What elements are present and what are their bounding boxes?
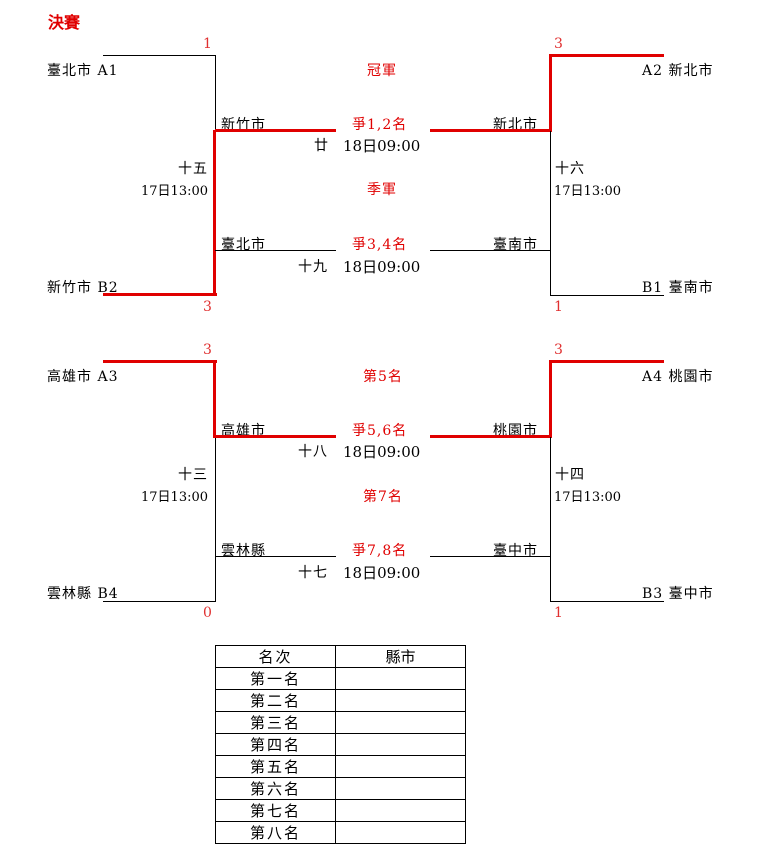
team-label-a2: A2 新北市 (642, 63, 714, 79)
team-label-a4: A4 桃園市 (642, 369, 714, 385)
score-a3: 3 (203, 342, 212, 358)
game-number: 十四 (555, 467, 585, 483)
winner-line (430, 129, 551, 132)
table-row: 第三名 (215, 711, 466, 734)
seventh-right-team: 臺中市 (493, 543, 538, 559)
bracket-line (430, 250, 551, 251)
winner-line (549, 54, 664, 57)
ranking-table: 名次 縣市 第一名 第二名 第三名 第四名 第五名 第六名 第七名 第八名 (215, 645, 466, 844)
score-b4: 0 (203, 605, 212, 621)
bracket-line (550, 295, 664, 296)
game-time: 17日13:00 (554, 490, 622, 505)
third-game-time: 18日09:00 (343, 258, 421, 276)
rank-cell: 第三名 (215, 711, 336, 734)
final-match-label: 爭1,2名 (352, 117, 408, 133)
final-game-time: 18日09:00 (343, 137, 421, 155)
winner-line (213, 360, 216, 438)
header-rank: 名次 (215, 645, 336, 668)
header-city: 縣市 (335, 645, 466, 668)
team-label-b2: 新竹市 B2 (47, 280, 119, 296)
table-row: 第七名 (215, 799, 466, 822)
bracket-line (215, 55, 216, 131)
bracket-line (550, 437, 551, 602)
score-a4: 3 (554, 342, 563, 358)
rank-cell: 第四名 (215, 733, 336, 756)
fifth-game-number: 十八 (298, 444, 328, 460)
winner-line (215, 129, 336, 132)
table-header-row: 名次 縣市 (215, 645, 466, 668)
fifth-place-label: 第5名 (363, 369, 403, 385)
third-match-label: 爭3,4名 (352, 237, 408, 253)
seventh-match-label: 爭7,8名 (352, 543, 408, 559)
bracket-line (103, 601, 216, 602)
game-time: 17日13:00 (141, 490, 209, 505)
winner-line (213, 130, 216, 296)
team-label-b1: B1 臺南市 (642, 280, 714, 296)
winner-line (103, 360, 217, 363)
table-row: 第一名 (215, 667, 466, 690)
city-cell[interactable] (335, 667, 466, 690)
third-right-team: 臺南市 (493, 237, 538, 253)
seventh-game-number: 十七 (298, 565, 328, 581)
game-number: 十六 (555, 161, 585, 177)
winner-line (215, 435, 336, 438)
third-place-label: 季軍 (367, 182, 397, 198)
table-row: 第六名 (215, 777, 466, 800)
rank-cell: 第二名 (215, 689, 336, 712)
winner-line (430, 435, 551, 438)
fifth-match-label: 爭5,6名 (352, 423, 408, 439)
rank-cell: 第六名 (215, 777, 336, 800)
game-time: 17日13:00 (141, 184, 209, 199)
bracket-line (103, 55, 215, 56)
city-cell[interactable] (335, 799, 466, 822)
seventh-place-label: 第7名 (363, 489, 403, 505)
fifth-game-time: 18日09:00 (343, 443, 421, 461)
game-time: 17日13:00 (554, 184, 622, 199)
game-number: 十五 (178, 161, 208, 177)
third-left-team: 臺北市 (221, 237, 266, 253)
table-row: 第四名 (215, 733, 466, 756)
rank-cell: 第八名 (215, 821, 336, 844)
winner-line (549, 360, 552, 438)
bracket-line (215, 556, 336, 557)
champion-label: 冠軍 (367, 63, 397, 79)
score-a2: 3 (554, 36, 563, 52)
city-cell[interactable] (335, 733, 466, 756)
bracket-line (215, 250, 336, 251)
winner-line (103, 293, 217, 296)
table-row: 第八名 (215, 821, 466, 844)
final-game-number: 廿 (314, 138, 329, 154)
seventh-left-team: 雲林縣 (221, 543, 266, 559)
team-label-a1: 臺北市 A1 (47, 63, 119, 79)
score-a1: 1 (203, 36, 212, 52)
bracket-line (550, 131, 551, 295)
score-b3: 1 (554, 605, 563, 621)
rank-cell: 第七名 (215, 799, 336, 822)
city-cell[interactable] (335, 711, 466, 734)
third-game-number: 十九 (298, 259, 328, 275)
team-label-b4: 雲林縣 B4 (47, 586, 119, 602)
winner-line (549, 360, 664, 363)
game-number: 十三 (178, 467, 208, 483)
page-title: 決賽 (48, 13, 81, 32)
winner-line (549, 54, 552, 132)
bracket-line (215, 437, 216, 602)
city-cell[interactable] (335, 755, 466, 778)
score-b2: 3 (203, 299, 212, 315)
team-label-b3: B3 臺中市 (642, 586, 714, 602)
seventh-game-time: 18日09:00 (343, 564, 421, 582)
city-cell[interactable] (335, 777, 466, 800)
rank-cell: 第一名 (215, 667, 336, 690)
table-row: 第二名 (215, 689, 466, 712)
city-cell[interactable] (335, 821, 466, 844)
score-b1: 1 (554, 299, 563, 315)
rank-cell: 第五名 (215, 755, 336, 778)
table-row: 第五名 (215, 755, 466, 778)
bracket-line (430, 556, 551, 557)
bracket-line (550, 601, 664, 602)
city-cell[interactable] (335, 689, 466, 712)
team-label-a3: 高雄市 A3 (47, 369, 119, 385)
